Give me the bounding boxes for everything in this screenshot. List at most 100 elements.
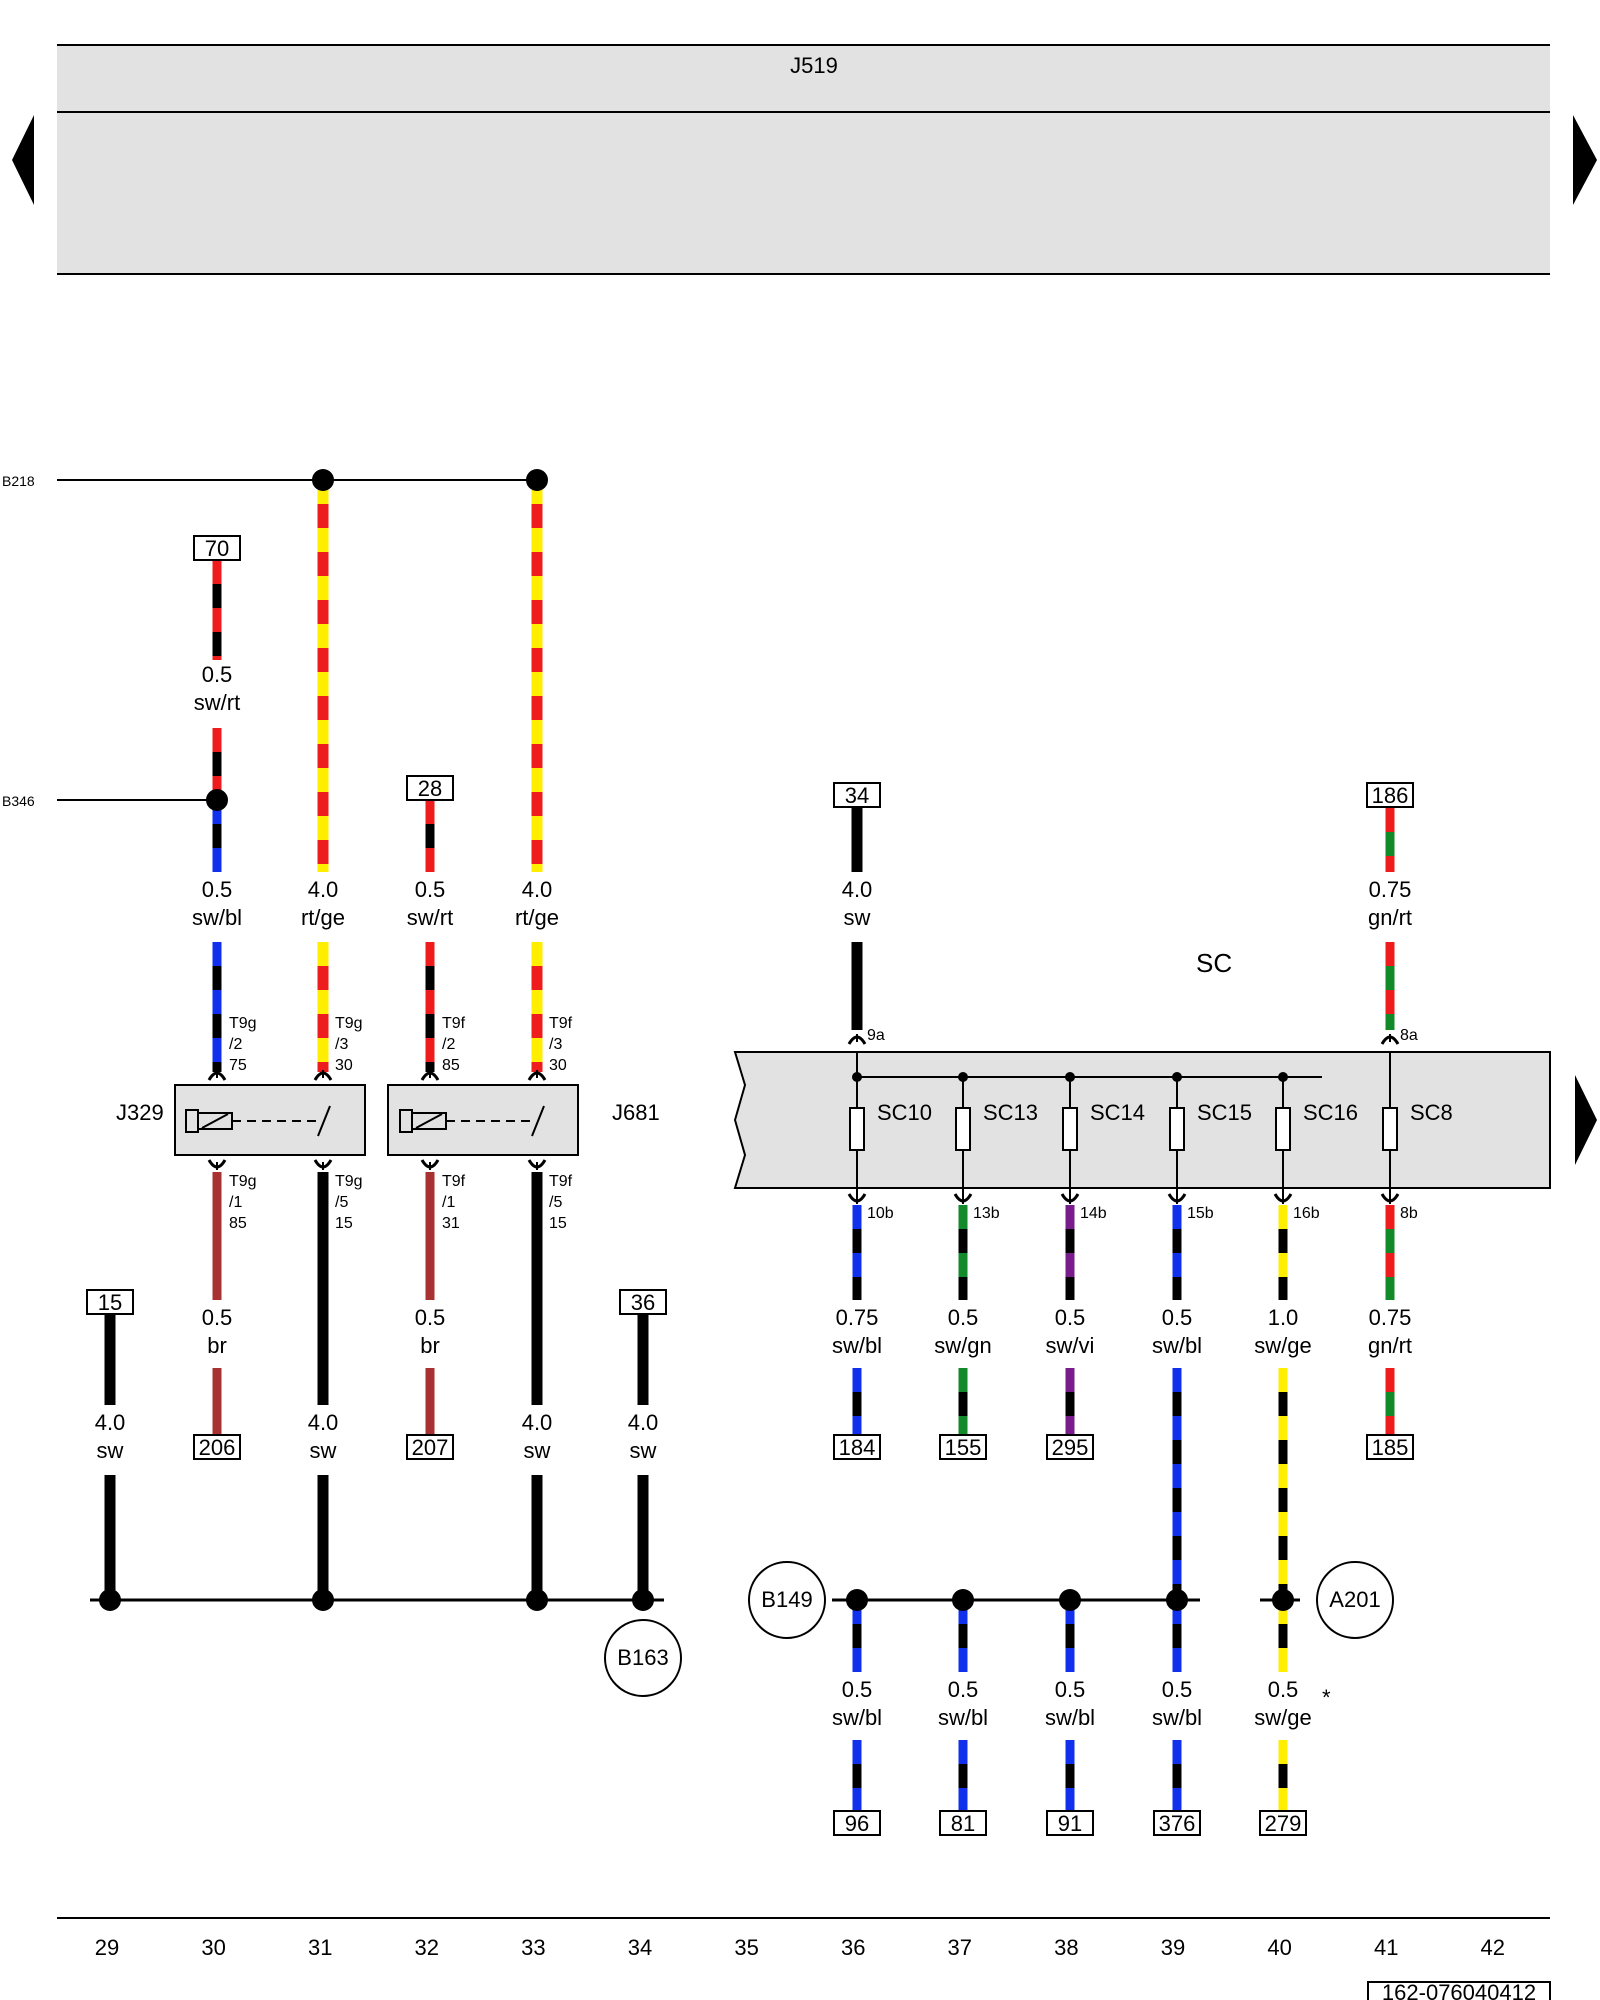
control-unit-j519 xyxy=(57,45,1550,274)
wire-color-label: sw xyxy=(310,1438,337,1463)
asterisk-note: * xyxy=(1322,1685,1331,1710)
bus-junction-dot xyxy=(958,1072,968,1082)
doc-number: 162-076040412 xyxy=(1382,1980,1536,2000)
pin-label: 8b xyxy=(1400,1205,1418,1222)
pin-label: /2 xyxy=(442,1036,455,1053)
reference-number: 96 xyxy=(845,1811,869,1836)
wire-color-label: sw/bl xyxy=(1045,1705,1095,1730)
reference-box: 186 xyxy=(1366,782,1414,808)
reference-box: 206 xyxy=(193,1434,241,1460)
ground-point-a201 xyxy=(1316,1561,1394,1639)
wire-color-label: rt/ge xyxy=(301,905,345,930)
fuse-label: SC10 xyxy=(877,1100,932,1125)
pin-label: T9g xyxy=(335,1173,363,1190)
reference-number: 28 xyxy=(418,776,442,801)
reference-box: 207 xyxy=(406,1434,454,1460)
wire-color-label: gn/rt xyxy=(1368,905,1412,930)
wire-color-label: sw/vi xyxy=(1046,1333,1095,1358)
pin-label: T9g xyxy=(229,1173,257,1190)
wire-size-label: 0.75 xyxy=(836,1305,879,1330)
junction-dot xyxy=(1059,1589,1081,1611)
pin-label: /1 xyxy=(442,1194,455,1211)
fuse-label: SC14 xyxy=(1090,1100,1145,1125)
wire-color-label: sw/rt xyxy=(194,690,240,715)
wire-color-label: sw/rt xyxy=(407,905,453,930)
wire-color-label: sw/bl xyxy=(832,1705,882,1730)
reference-number: 295 xyxy=(1052,1435,1089,1460)
pin-label: T9f xyxy=(442,1173,466,1190)
wire-size-label: 4.0 xyxy=(842,877,873,902)
connector-pin-icon xyxy=(527,1070,547,1081)
reference-number: 155 xyxy=(945,1435,982,1460)
pin-label: 8a xyxy=(1400,1027,1418,1044)
pin-label: /1 xyxy=(229,1194,242,1211)
bus-junction-dot xyxy=(1065,1072,1075,1082)
junction-dot xyxy=(526,469,548,491)
connector-pin-icon xyxy=(527,1159,547,1170)
grid-number: 30 xyxy=(201,1935,225,1960)
wire-size-label: 4.0 xyxy=(628,1410,659,1435)
grid-number: 35 xyxy=(734,1935,758,1960)
connector-pin-icon xyxy=(1060,1193,1080,1204)
pin-label: 15 xyxy=(549,1215,567,1232)
reference-box: 184 xyxy=(833,1434,881,1460)
wire-size-label: 0.5 xyxy=(202,1305,233,1330)
labels-group: T9g/275T9g/330T9g/185T9g/515T9f/285T9f/3… xyxy=(95,662,1418,1730)
reference-box: 279 xyxy=(1259,1810,1307,1836)
pin-label: 85 xyxy=(442,1057,460,1074)
reference-box: 155 xyxy=(939,1434,987,1460)
connector-pin-icon xyxy=(847,1193,867,1204)
wire-size-label: 0.5 xyxy=(415,1305,446,1330)
pin-label: T9f xyxy=(442,1015,466,1032)
pin-label: 15 xyxy=(335,1215,353,1232)
continuation-arrow-icon[interactable] xyxy=(1575,1075,1597,1165)
wire-size-label: 0.5 xyxy=(948,1677,979,1702)
pin-label: 30 xyxy=(335,1057,353,1074)
reference-number: 36 xyxy=(631,1290,655,1315)
reference-box: 70 xyxy=(193,535,241,561)
reference-number: 15 xyxy=(98,1290,122,1315)
wire-color-label: rt/ge xyxy=(515,905,559,930)
wire-size-label: 0.5 xyxy=(1162,1677,1193,1702)
pin-label: T9g xyxy=(335,1015,363,1032)
reference-box: 28 xyxy=(406,775,454,801)
wire-size-label: 4.0 xyxy=(522,877,553,902)
fuse-sc10: SC10 xyxy=(849,1077,932,1200)
pin-label: 85 xyxy=(229,1215,247,1232)
junction-dot xyxy=(99,1589,121,1611)
fuse-sc15: SC15 xyxy=(1169,1077,1252,1200)
wire-color-label: br xyxy=(420,1333,440,1358)
wire-color-label: gn/rt xyxy=(1368,1333,1412,1358)
fuse-box-label: SC xyxy=(1196,948,1232,978)
connector-pin-icon xyxy=(420,1070,440,1081)
ground-b149-label: B149 xyxy=(761,1587,812,1612)
grid-number: 32 xyxy=(415,1935,439,1960)
pin-label: 9a xyxy=(867,1027,885,1044)
fuse-sc8: SC8 xyxy=(1382,1077,1453,1200)
junction-dot xyxy=(526,1589,548,1611)
ground-a201-label: A201 xyxy=(1329,1587,1380,1612)
reference-number: 34 xyxy=(845,783,869,808)
wire-color-label: sw/bl xyxy=(1152,1705,1202,1730)
pin-label: T9g xyxy=(229,1015,257,1032)
fuse-sc16: SC16 xyxy=(1275,1077,1358,1200)
page-forward-arrow-icon[interactable] xyxy=(1573,115,1597,205)
connector-pin-icon xyxy=(847,1034,867,1045)
connector-pin-icon xyxy=(1380,1034,1400,1045)
page-back-arrow-icon[interactable] xyxy=(12,115,34,205)
wires-group xyxy=(104,480,1395,1810)
relay-coil-icon xyxy=(399,1105,545,1137)
wire-size-label: 0.5 xyxy=(1268,1677,1299,1702)
pin-label: /3 xyxy=(335,1036,348,1053)
fuse-label: SC8 xyxy=(1410,1100,1453,1125)
pin-label: 13b xyxy=(973,1205,1000,1222)
fuse-label: SC16 xyxy=(1303,1100,1358,1125)
wire-color-label: sw xyxy=(524,1438,551,1463)
junction-dot xyxy=(1166,1589,1188,1611)
reference-box: 34 xyxy=(833,782,881,808)
wire-size-label: 4.0 xyxy=(522,1410,553,1435)
junction-dot xyxy=(206,789,228,811)
wire-color-label: sw xyxy=(844,905,871,930)
